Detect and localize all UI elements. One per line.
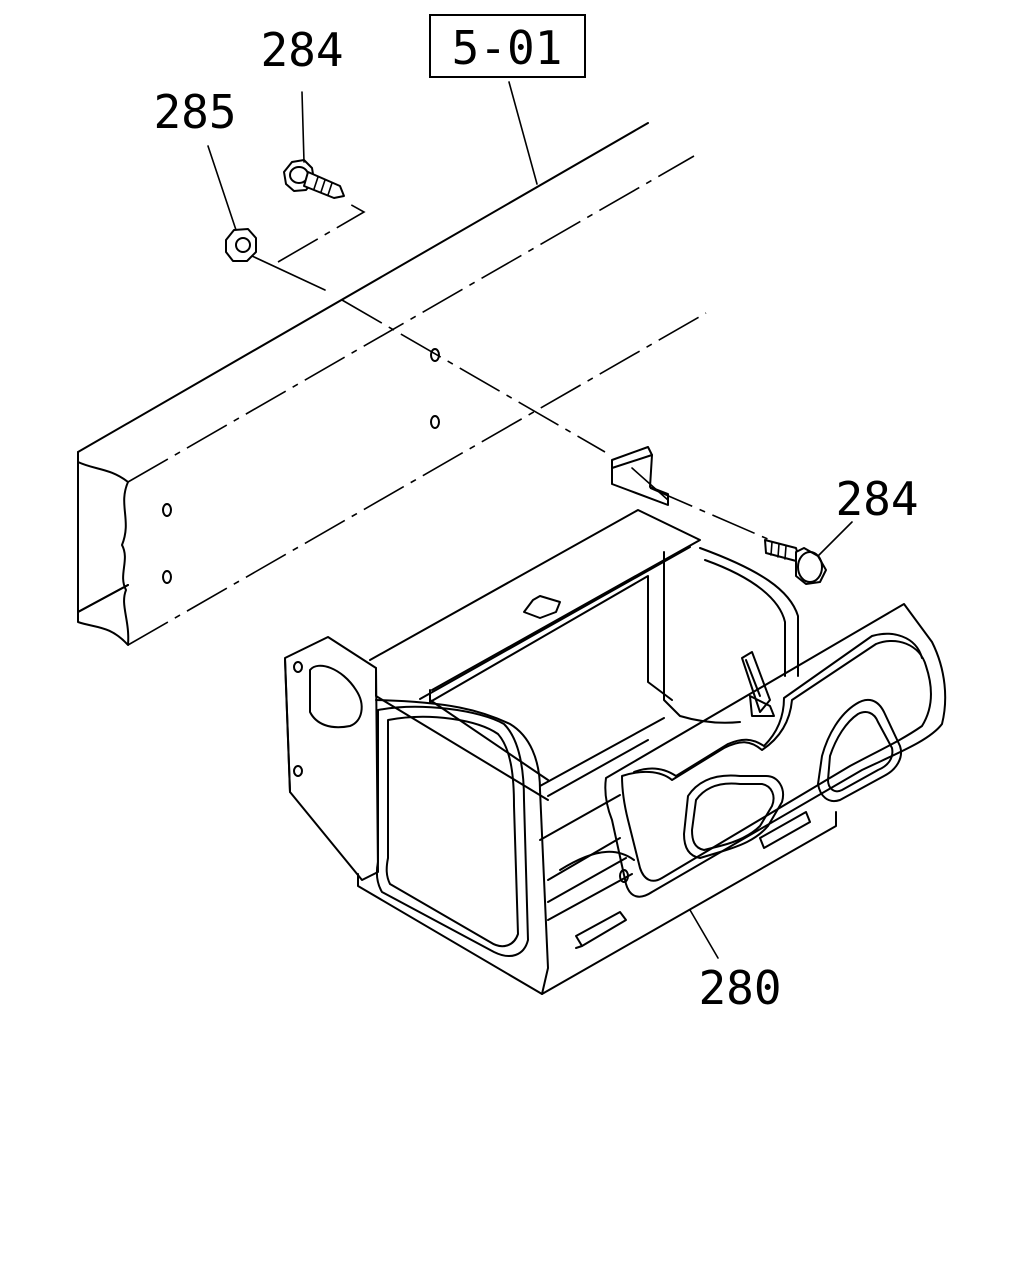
bolt-284-top xyxy=(283,159,345,199)
bolt-284-right xyxy=(764,539,827,585)
nut-285 xyxy=(225,228,257,262)
frame-rail xyxy=(77,122,707,646)
bracket-280 xyxy=(284,446,947,995)
label-leaders xyxy=(207,81,853,959)
assembly-center-lines xyxy=(251,201,771,541)
label-bolt-284-top: 284 xyxy=(260,23,343,77)
label-nut-285: 285 xyxy=(153,85,236,139)
ref-box-label: 5-01 xyxy=(452,21,563,75)
ref-box-frame xyxy=(429,14,586,78)
label-bracket-280: 280 xyxy=(698,961,781,1015)
label-bolt-284-right: 284 xyxy=(835,472,918,526)
